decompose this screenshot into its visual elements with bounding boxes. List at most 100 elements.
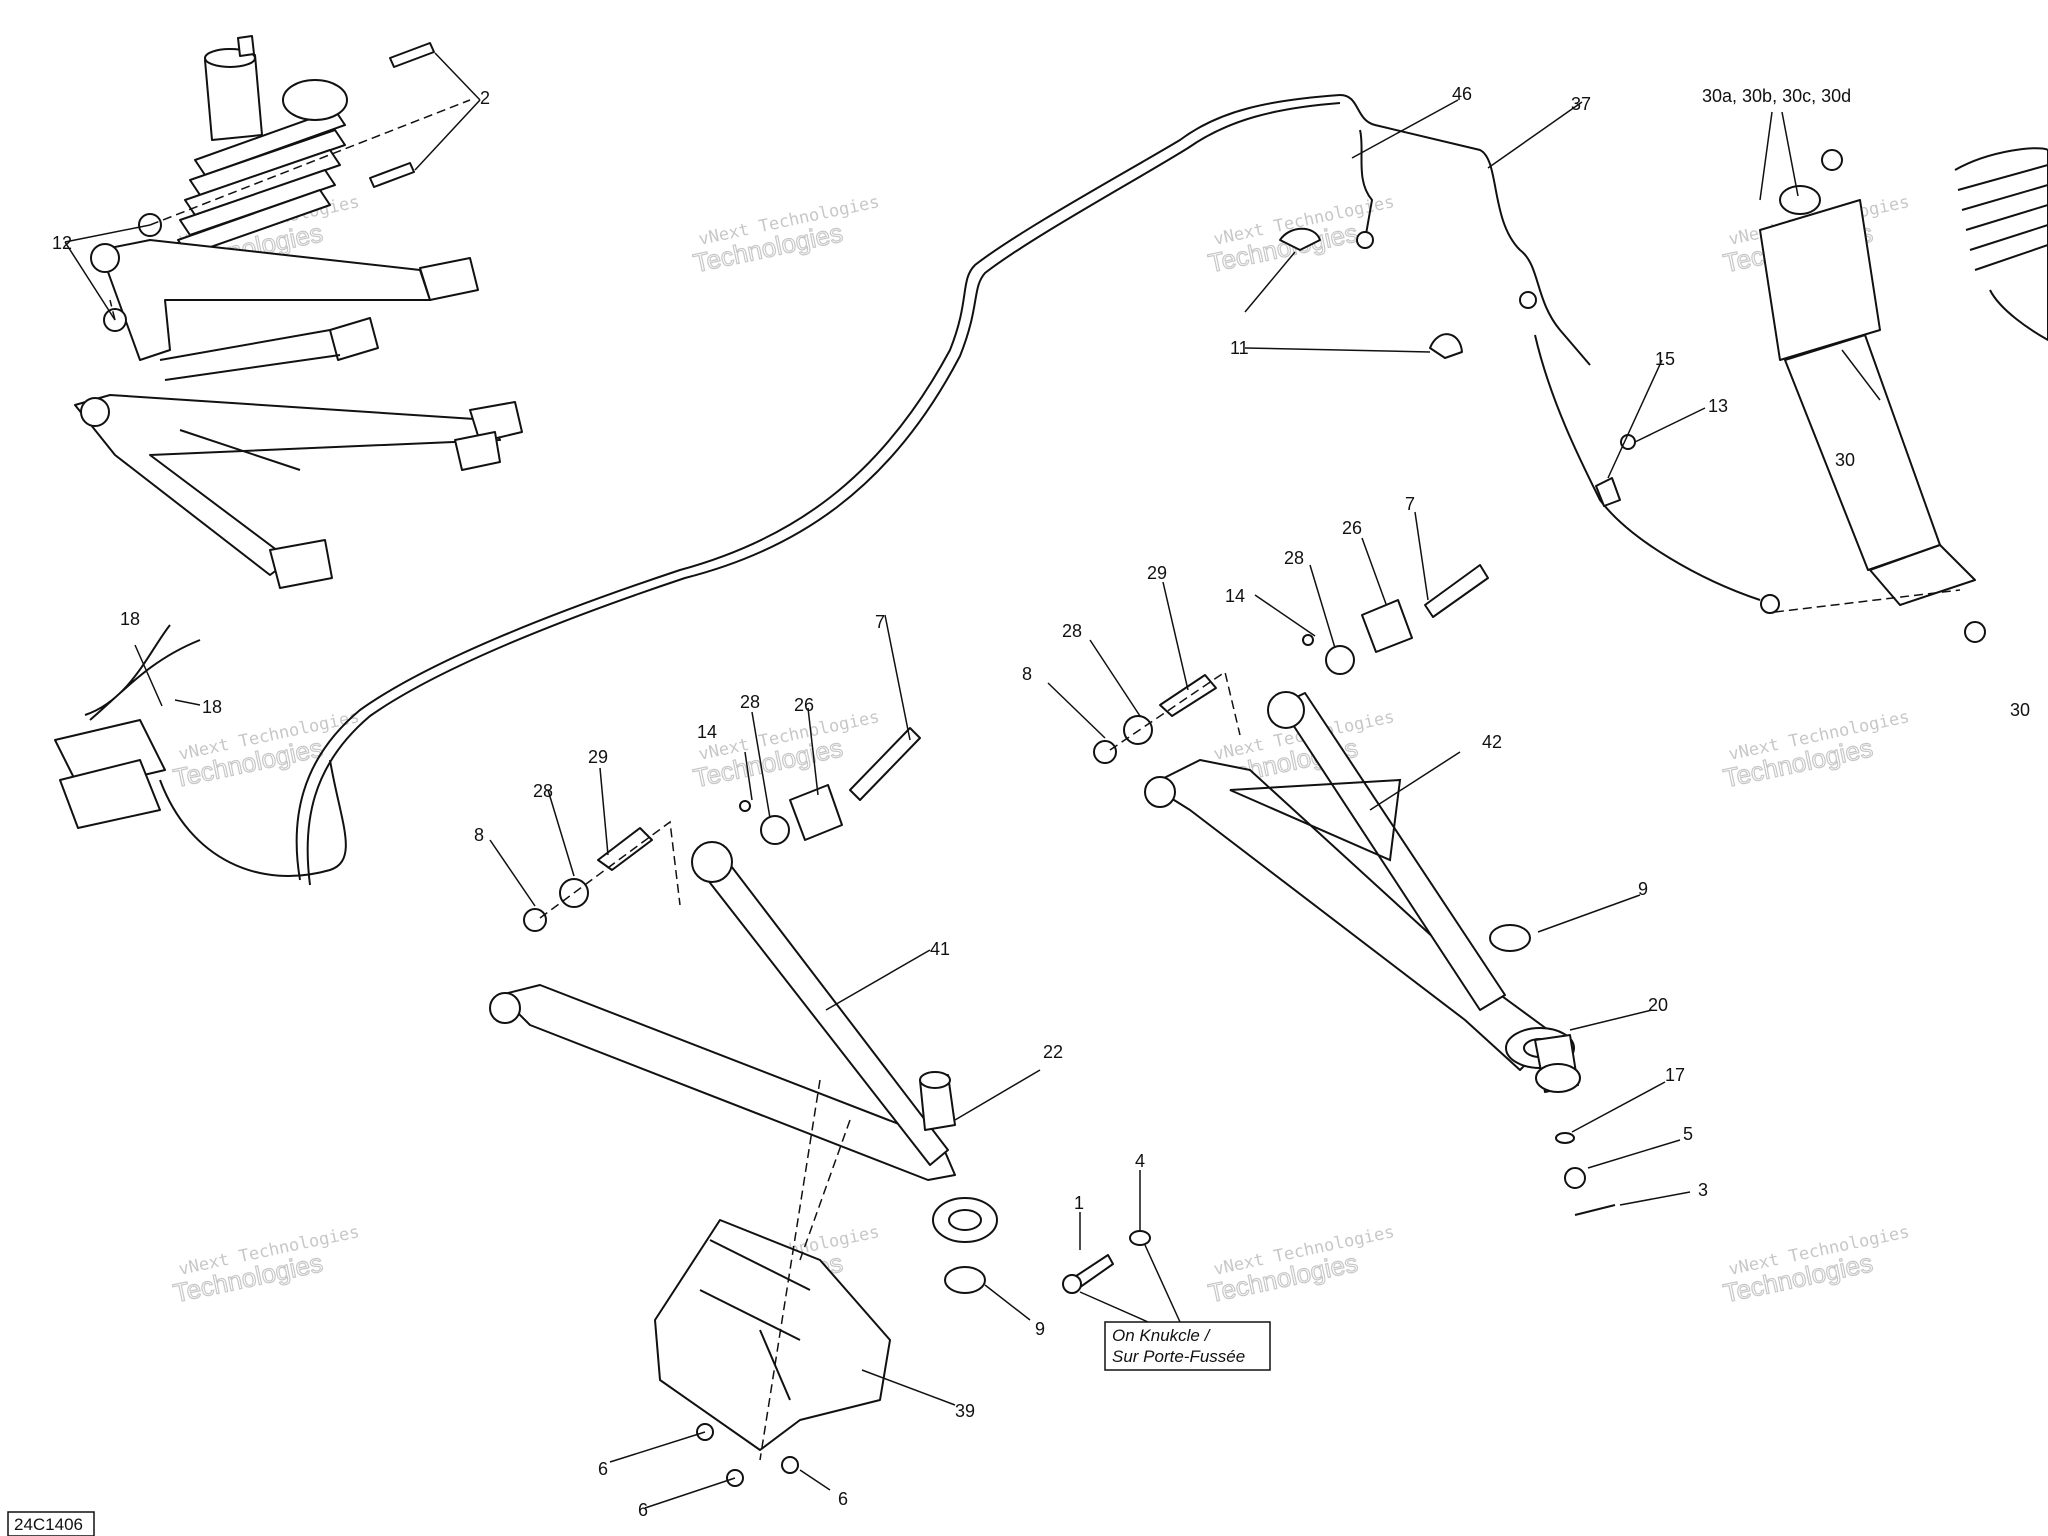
pivot-sleeve — [489, 992, 521, 1024]
brake-line-fitting — [1519, 291, 1537, 309]
leader-line — [1607, 359, 1706, 479]
assembly-line — [539, 820, 681, 919]
bolt — [389, 42, 435, 68]
bushing-housing — [469, 401, 523, 443]
leader-line — [414, 52, 481, 171]
lower-a-arm-assembly — [489, 614, 1041, 1509]
skid-plate-39 — [654, 1219, 891, 1451]
hose-clip — [1279, 227, 1321, 251]
lower-a-arm — [74, 394, 501, 576]
leader-line — [1244, 251, 1431, 353]
callout-28: 28 — [533, 781, 553, 801]
brake-hose — [1534, 334, 1761, 601]
arm-detail-lines — [159, 329, 341, 471]
callout-5: 5 — [1683, 1124, 1693, 1144]
callout-4: 4 — [1135, 1151, 1145, 1171]
brake-line-system — [295, 94, 1780, 886]
bolt-6 — [781, 1456, 799, 1474]
stabilizer-bracket-assembly — [54, 624, 347, 877]
note-line-2: Sur Porte-Fussée — [1112, 1347, 1245, 1366]
leader-line — [1537, 894, 1641, 933]
leader-line — [1047, 511, 1429, 739]
callout-12: 12 — [52, 233, 72, 253]
pivot-sleeve — [1144, 776, 1176, 808]
brake-line — [306, 102, 1341, 886]
callout-6: 6 — [598, 1459, 608, 1479]
spring-coils — [1957, 164, 2048, 271]
upper-a-arm — [99, 239, 431, 361]
callout-18: 18 — [120, 609, 140, 629]
bolt-7 — [849, 727, 921, 801]
callout-1: 1 — [1074, 1193, 1084, 1213]
bolt-7 — [1424, 564, 1489, 618]
sleeve-26 — [1361, 599, 1413, 653]
leader-line — [984, 1284, 1031, 1321]
cotter-pin-3 — [1574, 1204, 1616, 1216]
callout-46: 46 — [1452, 84, 1472, 104]
callout-13: 13 — [1708, 396, 1728, 416]
diagram-code-box — [7, 1511, 95, 1536]
leader-line — [1571, 1081, 1666, 1133]
callout-11: 11 — [1230, 338, 1249, 358]
callout-28: 28 — [740, 692, 760, 712]
callout-29: 29 — [588, 747, 608, 767]
arm-gusset — [1229, 778, 1402, 862]
callout-26: 26 — [1342, 518, 1362, 538]
suspension-assembly-overview — [64, 35, 523, 589]
washer-4 — [1129, 1230, 1151, 1246]
leader-line — [609, 1431, 831, 1509]
bushing-housing — [329, 317, 379, 361]
assembly-line — [1774, 589, 1961, 613]
callout-18: 18 — [202, 697, 222, 717]
callout-29: 29 — [1147, 563, 1167, 583]
leader-line — [1079, 1170, 1141, 1250]
brake-hose-fitting — [1760, 594, 1780, 614]
sleeve-26 — [789, 784, 843, 841]
bushing-housing — [419, 257, 479, 301]
ball-joint-bore — [948, 1209, 982, 1231]
ball-joint-20-body — [1535, 1063, 1581, 1093]
upper-a-arm-assembly — [1047, 511, 1691, 1216]
brake-line — [84, 624, 201, 721]
callout-8: 8 — [1022, 664, 1032, 684]
callout-15: 15 — [1655, 349, 1675, 369]
callout-3: 3 — [1698, 1180, 1708, 1200]
bolt-1-head — [1062, 1274, 1082, 1294]
grease-fitting-14 — [1302, 634, 1314, 646]
retaining-ring-9 — [944, 1266, 986, 1294]
brake-line-fitting — [1356, 231, 1374, 249]
brake-line — [159, 759, 347, 877]
brake-line — [295, 94, 1341, 881]
shock-spring-partial — [1954, 147, 2048, 341]
callout-37: 37 — [1571, 94, 1591, 114]
shock-body-collar — [1869, 544, 1976, 606]
callout-20: 20 — [1648, 995, 1668, 1015]
ball-joint-boss — [932, 1197, 998, 1243]
callout-42: 42 — [1482, 732, 1502, 752]
callout-30-edge: 30 — [2010, 700, 2030, 720]
shock-absorber — [1759, 111, 2048, 643]
shock-body — [1784, 334, 1941, 571]
washer-29 — [597, 827, 653, 871]
leader-line — [1619, 1191, 1691, 1206]
washer — [1620, 434, 1636, 450]
nut-8 — [1093, 740, 1117, 764]
callout-22: 22 — [1043, 1042, 1063, 1062]
nut — [1964, 621, 1986, 643]
assembly-line — [759, 1079, 851, 1461]
bolt — [369, 162, 415, 188]
bushing-28 — [760, 815, 790, 845]
callout-2: 2 — [480, 88, 490, 108]
hose-clip — [1429, 333, 1463, 359]
bushing-housing — [454, 431, 501, 471]
callout-8: 8 — [474, 825, 484, 845]
nut — [1821, 149, 1843, 171]
callout-30abcd: 30a, 30b, 30c, 30d — [1702, 86, 1851, 106]
callout-14: 14 — [697, 722, 717, 742]
shock-reservoir-body — [1759, 199, 1881, 361]
leader-line — [64, 224, 151, 321]
leader-line — [1759, 111, 1881, 401]
brake-line — [1339, 94, 1591, 366]
bushing-28 — [1123, 715, 1153, 745]
nut-8 — [523, 908, 547, 932]
